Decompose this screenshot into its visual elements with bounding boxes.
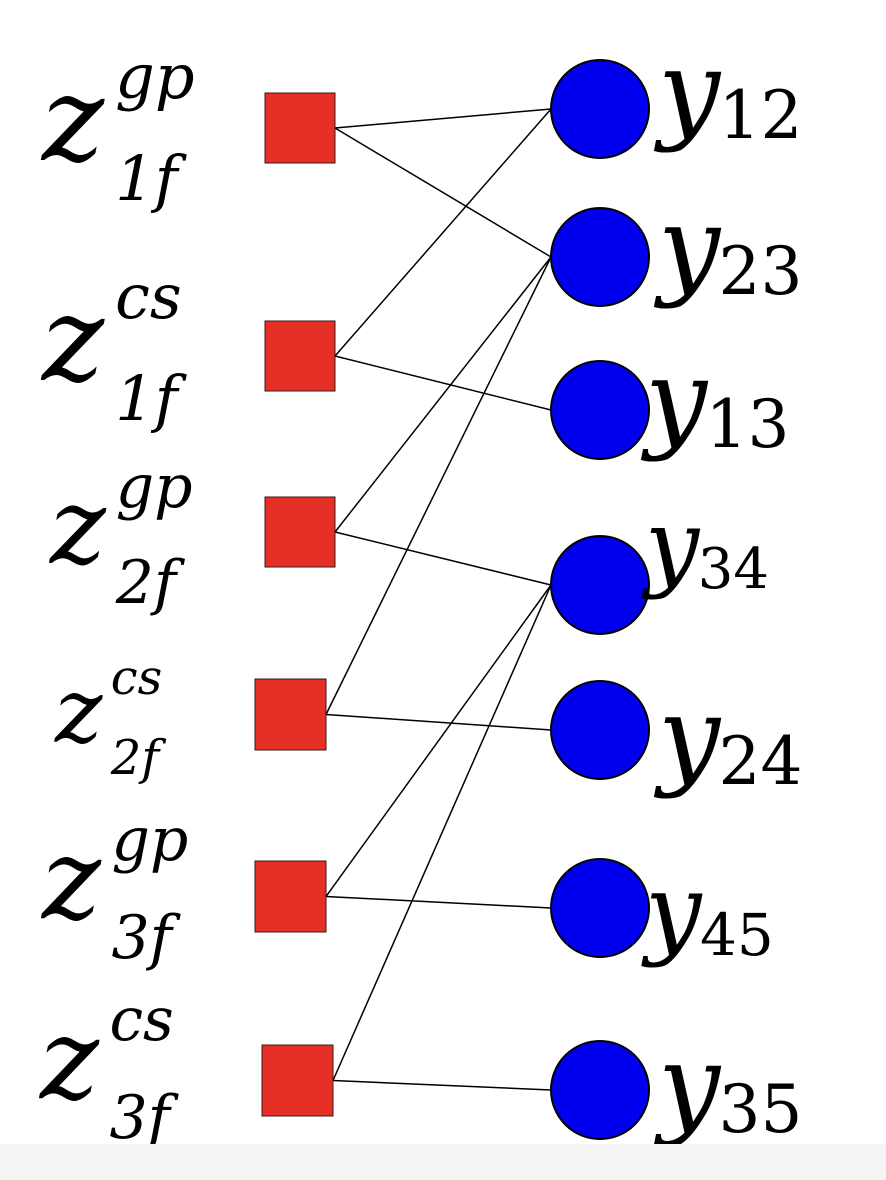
factor-label-subscript: 3f bbox=[111, 903, 181, 973]
variable-label-y34: y34 bbox=[641, 489, 769, 602]
variable-label-base: y bbox=[641, 852, 703, 969]
factor-node-z2cs bbox=[254, 678, 327, 751]
variable-label-subscript: 24 bbox=[719, 723, 803, 800]
variable-label-base: y bbox=[653, 672, 722, 800]
variable-nodes-layer bbox=[550, 59, 650, 1140]
factor-label-base: z bbox=[40, 815, 102, 945]
edge-z2cs-y23 bbox=[325, 256, 552, 715]
edge-z2gp-y23 bbox=[334, 256, 552, 533]
edge-z3gp-y45 bbox=[325, 895, 552, 909]
factor-label-superscript: gp bbox=[115, 40, 194, 113]
edge-z1cs-y13 bbox=[334, 355, 552, 411]
variable-label-subscript: 34 bbox=[698, 537, 769, 602]
factor-label-subscript: 1f bbox=[115, 362, 187, 435]
variable-label-y13: y13 bbox=[640, 335, 789, 463]
variable-label-base: y bbox=[653, 26, 722, 154]
bottom-strip bbox=[0, 1144, 886, 1180]
edges-layer bbox=[325, 108, 552, 1091]
factor-label-subscript: 3f bbox=[109, 1083, 179, 1144]
variable-label-base: y bbox=[653, 1020, 722, 1144]
factor-label-superscript: gp bbox=[111, 805, 188, 875]
edge-z2cs-y24 bbox=[325, 713, 552, 731]
factor-label-base: z bbox=[54, 659, 103, 764]
factor-node-z2gp bbox=[264, 496, 336, 568]
variable-label-y45: y45 bbox=[641, 852, 774, 969]
edge-z1gp-y12 bbox=[334, 108, 552, 129]
variable-label-base: y bbox=[653, 182, 722, 310]
edge-z3gp-y34 bbox=[325, 584, 552, 897]
factor-node-z3gp bbox=[254, 860, 327, 933]
factor-label-subscript: 2f bbox=[115, 548, 186, 618]
variable-node-y35 bbox=[550, 1040, 650, 1140]
factor-label-base: z bbox=[48, 465, 107, 588]
factor-label-base: z bbox=[40, 50, 105, 188]
factor-node-z3cs bbox=[261, 1044, 334, 1117]
edge-z3cs-y35 bbox=[332, 1079, 552, 1091]
variable-node-y24 bbox=[550, 680, 650, 780]
variable-node-y34 bbox=[550, 535, 650, 635]
edge-z1cs-y12 bbox=[334, 108, 552, 357]
variable-node-y45 bbox=[550, 858, 650, 958]
variable-label-subscript: 45 bbox=[700, 901, 774, 969]
variable-label-base: y bbox=[640, 335, 709, 463]
factor-label-superscript: cs bbox=[111, 650, 163, 706]
factor-nodes-layer bbox=[254, 92, 336, 1117]
variable-label-subscript: 13 bbox=[706, 386, 790, 463]
edge-z1gp-y23 bbox=[334, 127, 552, 258]
factor-label-superscript: cs bbox=[109, 985, 173, 1055]
variable-label-subscript: 23 bbox=[719, 233, 803, 310]
factor-label-subscript: 2f bbox=[110, 730, 167, 786]
variable-node-y13 bbox=[550, 360, 650, 460]
factor-node-z1gp bbox=[264, 92, 336, 164]
factor-label-base: z bbox=[38, 995, 100, 1125]
factor-label-superscript: gp bbox=[116, 452, 193, 522]
factor-node-z1cs bbox=[264, 320, 336, 392]
edge-z2gp-y34 bbox=[334, 531, 552, 586]
edge-z3cs-y34 bbox=[332, 584, 552, 1081]
variable-node-y23 bbox=[550, 207, 650, 307]
factor-label-superscript: cs bbox=[115, 260, 182, 333]
variable-node-y12 bbox=[550, 59, 650, 159]
variable-label-subscript: 12 bbox=[719, 77, 803, 154]
factor-label-subscript: 1f bbox=[115, 142, 187, 215]
variable-label-base: y bbox=[641, 489, 701, 601]
variable-label-y35: y35 bbox=[653, 1020, 802, 1144]
variable-label-subscript: 35 bbox=[719, 1071, 803, 1144]
variable-label-y24: y24 bbox=[653, 672, 802, 800]
factor-label-base: z bbox=[40, 270, 105, 408]
variable-label-y12: y12 bbox=[653, 26, 802, 154]
variable-label-y23: y23 bbox=[653, 182, 802, 310]
